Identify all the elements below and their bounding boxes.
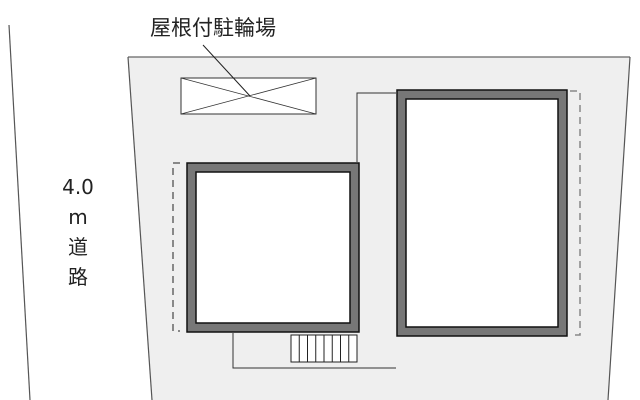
road-width-value: 4.0 <box>62 175 94 199</box>
building-left <box>186 162 360 333</box>
road-width-unit: m <box>68 205 88 229</box>
leader-line <box>202 44 251 97</box>
walkway-line-top <box>356 92 396 162</box>
building-right <box>396 89 568 337</box>
bicycle-parking <box>180 77 317 115</box>
road-label-char-2: 路 <box>68 265 88 289</box>
eave-line-left <box>172 162 180 332</box>
site-boundary-left <box>127 56 153 400</box>
site-boundary-right <box>607 56 631 400</box>
walkway-line-bottom <box>232 333 396 369</box>
eave-line-right <box>570 90 581 336</box>
stairs <box>290 334 358 363</box>
road-width-label: 4.0 m 道 路 <box>62 172 94 292</box>
bicycle-parking-label: 屋根付駐輪場 <box>150 16 276 40</box>
road-edge-line <box>8 24 31 400</box>
road-label-char-1: 道 <box>68 235 88 259</box>
